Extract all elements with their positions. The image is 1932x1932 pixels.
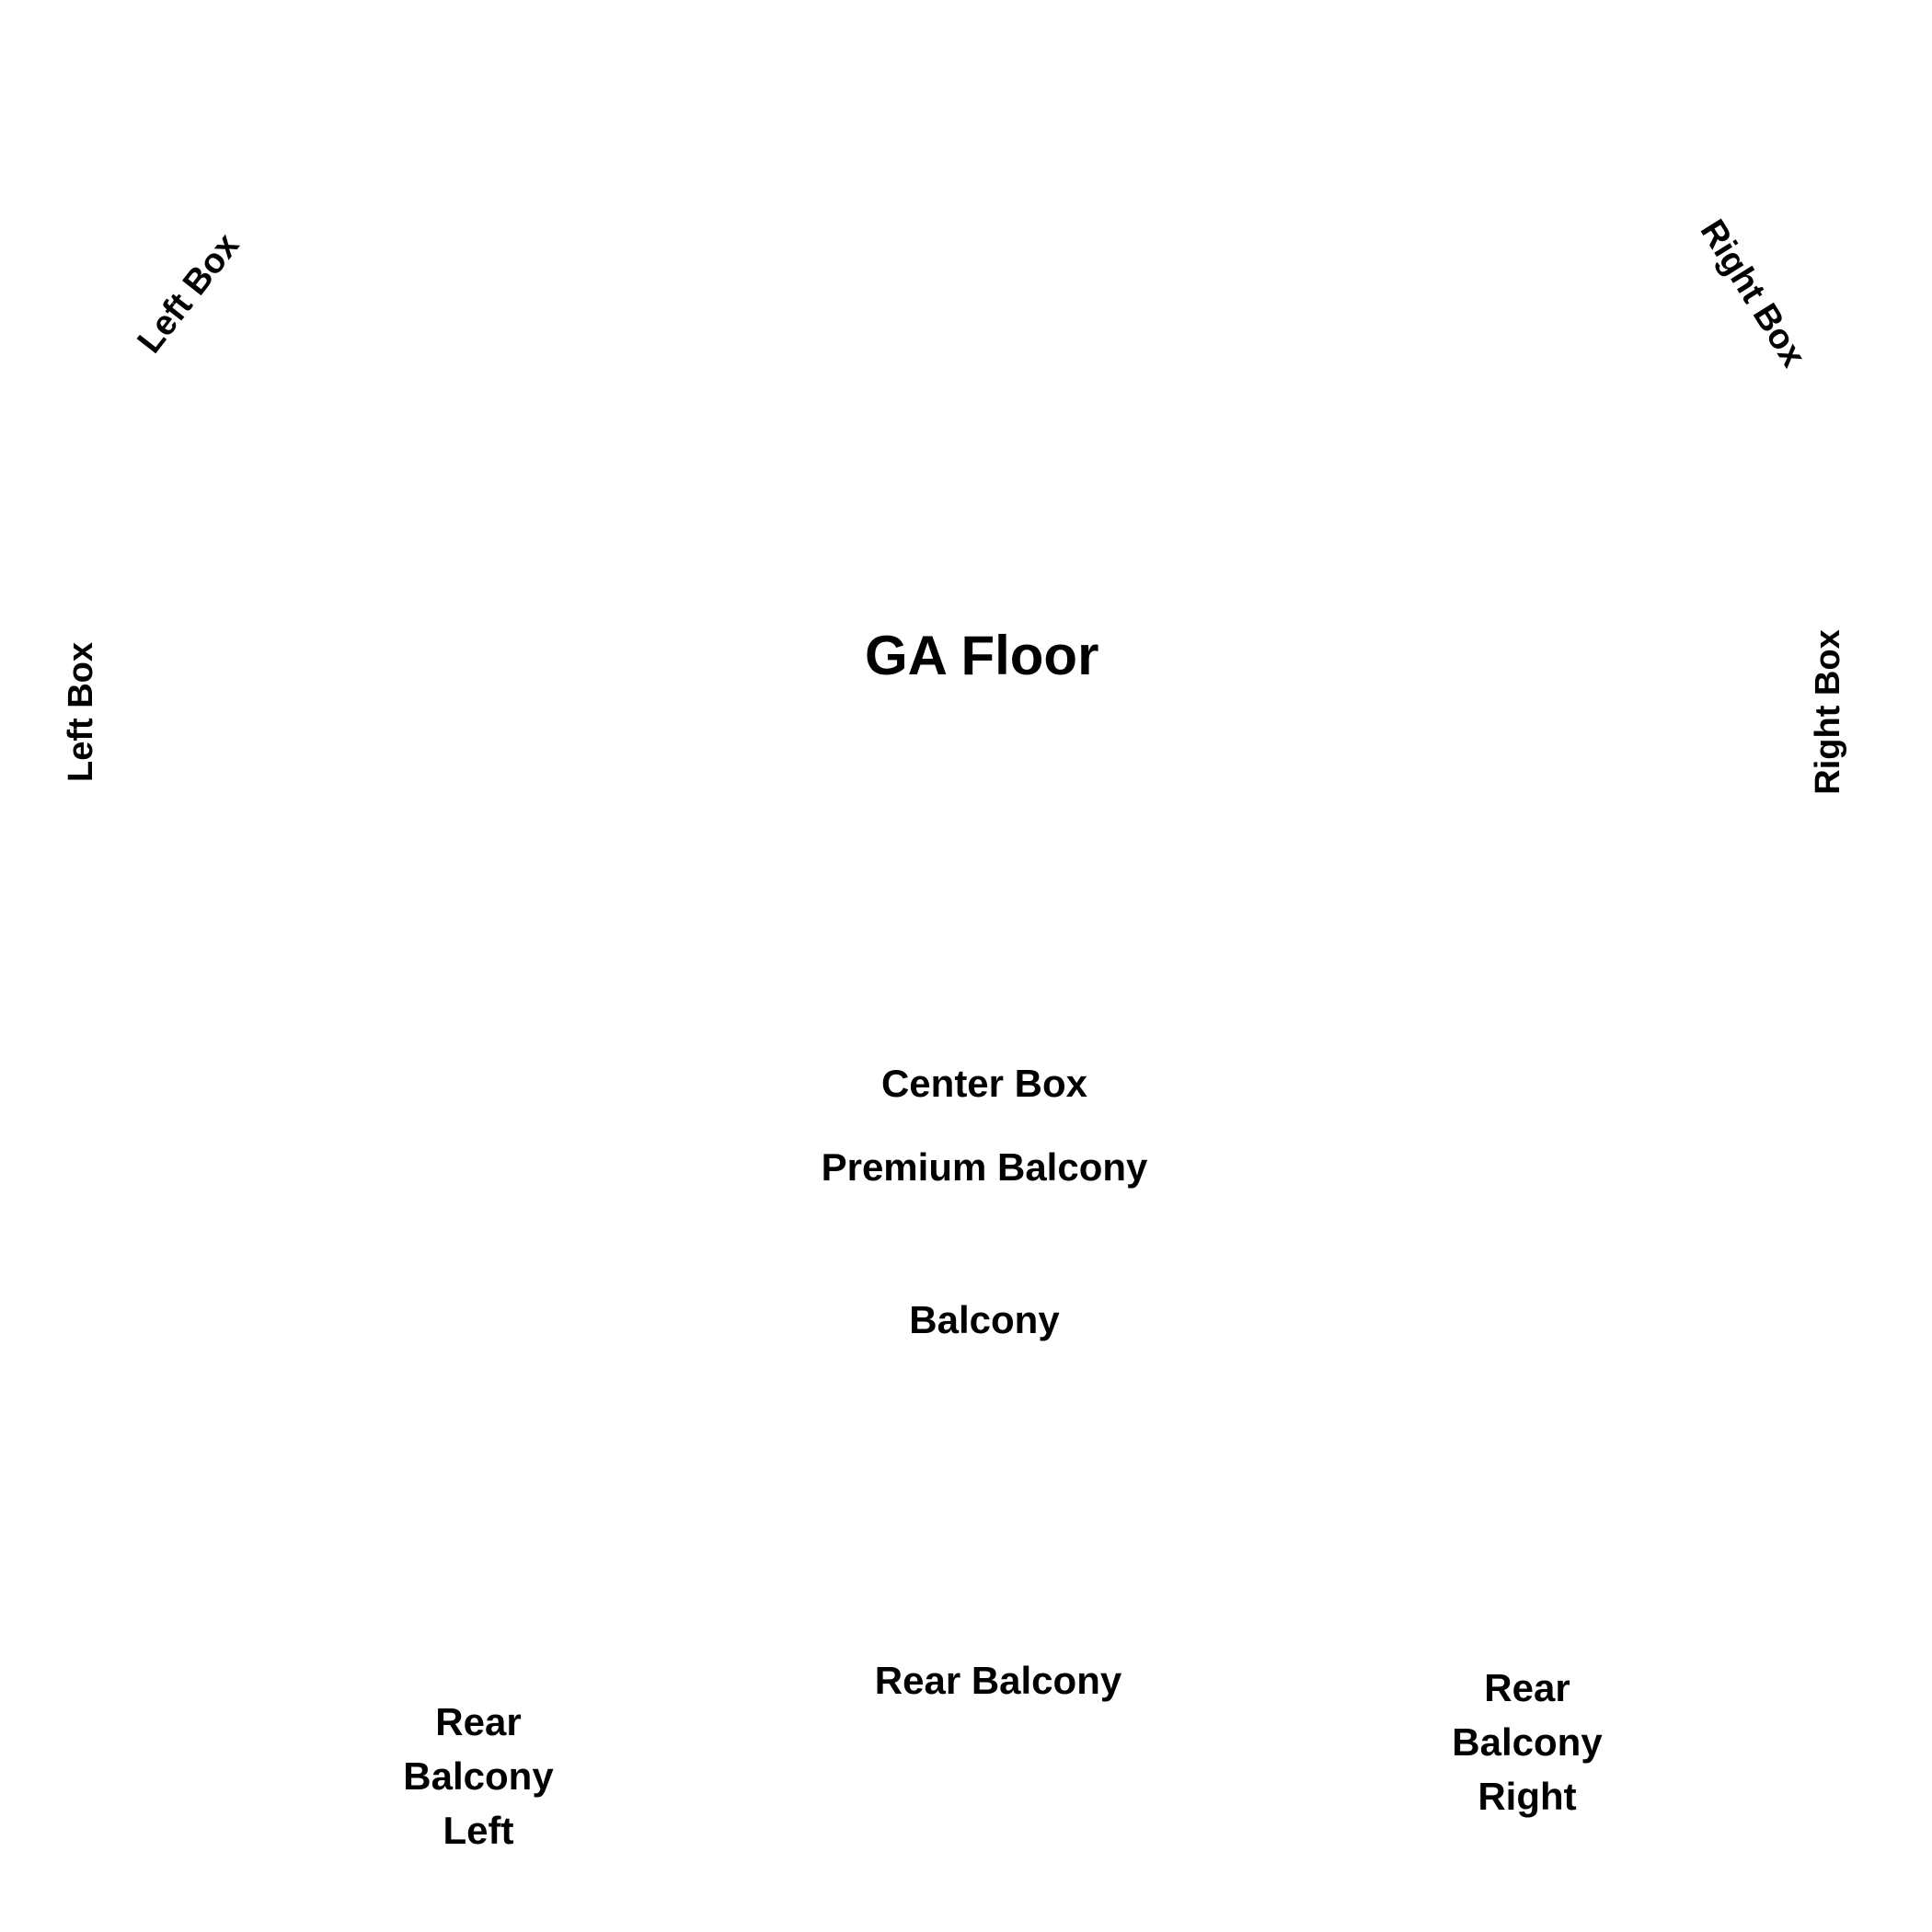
section-left-box-side[interactable]: Left Box	[62, 642, 100, 782]
rear-balcony-left-line-1: Rear	[435, 1700, 522, 1743]
rear-balcony-right-line-2: Balcony	[1452, 1719, 1603, 1764]
section-rear-balcony[interactable]: Rear Balcony	[874, 1659, 1122, 1702]
section-rear-balcony-right[interactable]: Rear Balcony Right	[1398, 1662, 1656, 1823]
section-premium-balcony[interactable]: Premium Balcony	[821, 1145, 1148, 1189]
rear-balcony-left-line-3: Left	[443, 1808, 514, 1852]
rear-balcony-right-line-3: Right	[1478, 1774, 1577, 1818]
section-rear-balcony-left[interactable]: Rear Balcony Left	[350, 1696, 607, 1857]
section-ga-floor[interactable]: GA Floor	[865, 625, 1099, 686]
rear-balcony-right-line-1: Rear	[1484, 1666, 1570, 1709]
section-center-box[interactable]: Center Box	[880, 1062, 1088, 1105]
section-left-box-upper[interactable]: Left Box	[130, 226, 247, 361]
section-right-box-side[interactable]: Right Box	[1809, 629, 1847, 795]
rear-balcony-left-line-2: Balcony	[403, 1754, 554, 1798]
section-balcony[interactable]: Balcony	[909, 1298, 1060, 1341]
section-right-box-upper[interactable]: Right Box	[1692, 213, 1813, 374]
